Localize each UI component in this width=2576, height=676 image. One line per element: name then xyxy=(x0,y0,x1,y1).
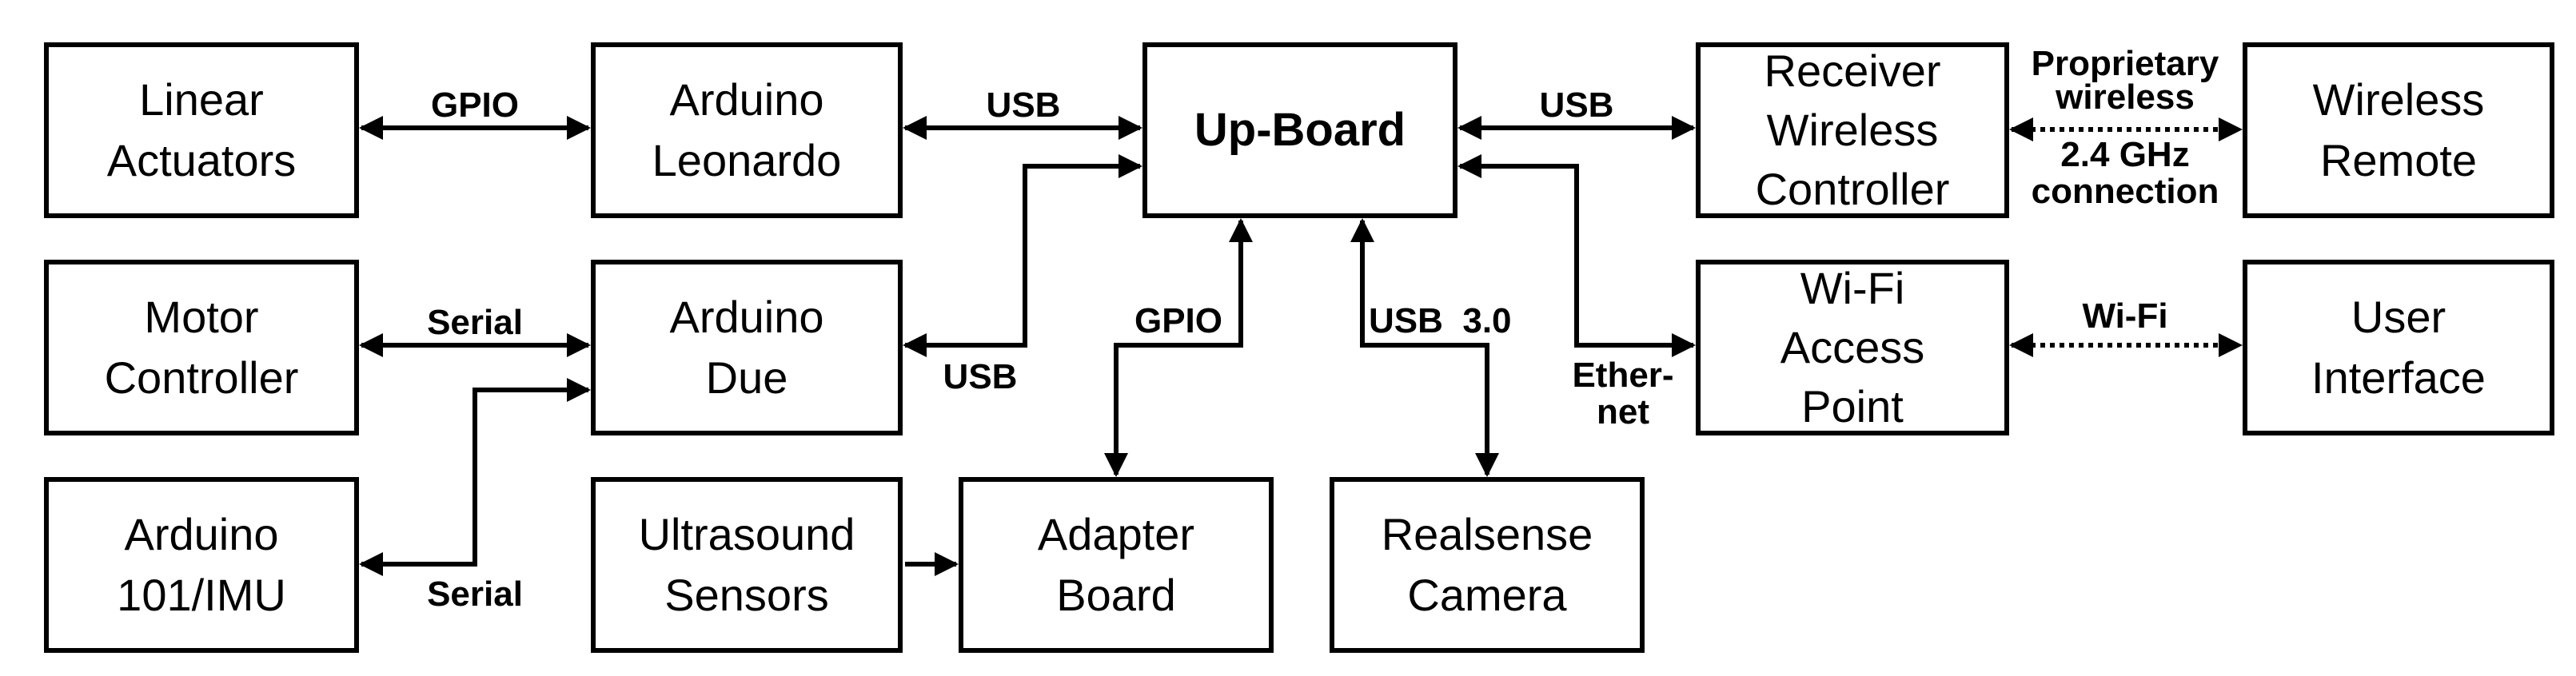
edge-receiver-remote-label-1: Proprietary xyxy=(2032,44,2219,83)
edge-due-upboard-label: USB xyxy=(943,357,1018,396)
node-imu-line2: 101/IMU xyxy=(117,570,286,620)
edge-upboard-wifi xyxy=(1457,154,1696,357)
node-receiver-line1: Receiver xyxy=(1765,46,1941,96)
edge-due-upboard xyxy=(903,154,1142,357)
node-user-interface: User Interface xyxy=(2243,260,2554,435)
edge-upboard-receiver-label: USB xyxy=(1540,85,1614,125)
node-receiver-wireless-controller: Receiver Wireless Controller xyxy=(1696,42,2009,218)
edge-receiver-remote-label-2: wireless xyxy=(2055,78,2195,117)
node-up-board: Up-Board xyxy=(1142,42,1457,218)
node-linear-actuators-line1: Linear xyxy=(139,74,264,125)
node-arduino-leonardo-line2: Leonardo xyxy=(652,135,842,185)
edge-upboard-wifi-label-2: net xyxy=(1597,392,1649,431)
node-arduino-due-line2: Due xyxy=(706,352,788,403)
edge-receiver-remote-label-3: 2.4 GHz xyxy=(2060,135,2189,174)
node-ultrasound-line1: Ultrasound xyxy=(639,509,855,559)
edge-wifi-ui-label: Wi-Fi xyxy=(2082,296,2167,336)
node-motor-controller-line2: Controller xyxy=(105,352,299,403)
edge-upboard-adapter-label: GPIO xyxy=(1134,301,1222,340)
node-wireless-remote-line1: Wireless xyxy=(2313,74,2485,125)
edge-leonardo-upboard-label: USB xyxy=(987,85,1061,125)
node-arduino-101-imu: Arduino 101/IMU xyxy=(44,477,359,653)
node-imu-line1: Arduino xyxy=(124,509,278,559)
node-linear-actuators: Linear Actuators xyxy=(44,42,359,218)
node-user-interface-line1: User xyxy=(2351,292,2446,342)
node-linear-actuators-line2: Actuators xyxy=(107,135,297,185)
node-adapter-line2: Board xyxy=(1056,570,1175,620)
node-realsense-line2: Camera xyxy=(1407,570,1567,620)
edge-imu-due xyxy=(359,378,591,576)
node-wifi-line3: Point xyxy=(1801,381,1904,431)
node-adapter-line1: Adapter xyxy=(1038,509,1194,559)
node-user-interface-line2: Interface xyxy=(2311,352,2486,403)
node-arduino-due: Arduino Due xyxy=(591,260,903,435)
node-wireless-remote: Wireless Remote xyxy=(2243,42,2554,218)
node-realsense-camera: Realsense Camera xyxy=(1330,477,1645,653)
edge-upboard-camera xyxy=(1350,218,1499,477)
edge-imu-due-label: Serial xyxy=(427,575,523,614)
edge-receiver-remote-label-4: connection xyxy=(2032,172,2219,211)
node-arduino-leonardo-line1: Arduino xyxy=(669,74,823,125)
node-ultrasound-line2: Sensors xyxy=(664,570,828,620)
node-wifi-line2: Access xyxy=(1780,322,1925,372)
node-realsense-line1: Realsense xyxy=(1382,509,1593,559)
edge-upboard-camera-label: USB 3.0 xyxy=(1369,301,1512,340)
edge-upboard-adapter xyxy=(1104,218,1253,477)
edge-motor-due-label: Serial xyxy=(427,303,523,342)
node-ultrasound-sensors: Ultrasound Sensors xyxy=(591,477,903,653)
node-adapter-board: Adapter Board xyxy=(959,477,1274,653)
node-arduino-due-line1: Arduino xyxy=(669,292,823,342)
node-motor-controller: Motor Controller xyxy=(44,260,359,435)
node-wifi-access-point: Wi-Fi Access Point xyxy=(1696,260,2009,435)
node-receiver-line2: Wireless xyxy=(1767,105,1939,155)
node-motor-controller-line1: Motor xyxy=(144,292,258,342)
node-wifi-line1: Wi-Fi xyxy=(1800,263,1905,313)
node-wireless-remote-line2: Remote xyxy=(2320,135,2477,185)
node-receiver-line3: Controller xyxy=(1756,164,1950,214)
node-up-board-label: Up-Board xyxy=(1194,104,1406,156)
edge-upboard-wifi-label-1: Ether- xyxy=(1572,356,1673,395)
node-arduino-leonardo: Arduino Leonardo xyxy=(591,42,903,218)
edge-linear-leonardo-label: GPIO xyxy=(431,85,519,125)
